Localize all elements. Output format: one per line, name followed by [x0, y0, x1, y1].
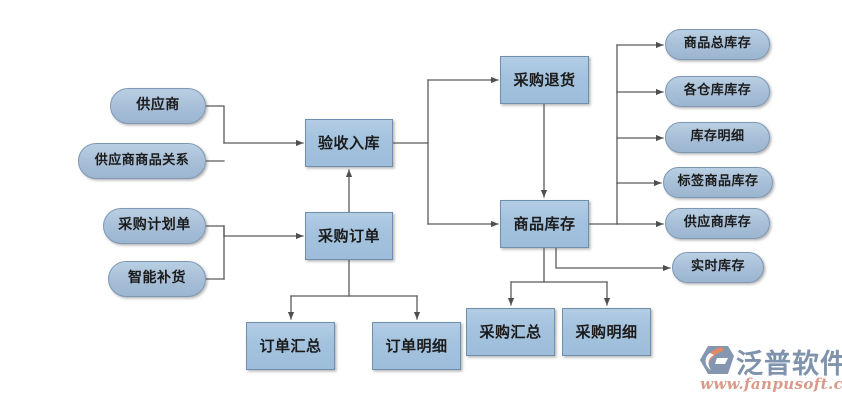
node-stock_detail[interactable]: 库存明细	[665, 122, 770, 153]
node-label-purchase_sum: 采购汇总	[479, 322, 542, 341]
fanpusoft-logo-mark	[700, 346, 734, 374]
node-supplier[interactable]: 供应商	[110, 88, 206, 124]
node-purchase_return[interactable]: 采购退货	[500, 56, 589, 104]
node-order_detail[interactable]: 订单明细	[372, 322, 461, 370]
node-purchase_order[interactable]: 采购订单	[305, 212, 393, 260]
node-realtime_stock[interactable]: 实时库存	[672, 252, 764, 283]
edge-to-realtime-stock	[555, 247, 671, 272]
node-purchase_detail[interactable]: 采购明细	[562, 308, 651, 356]
node-label-purchase_plan: 采购计划单	[118, 217, 191, 234]
node-purchase_plan[interactable]: 采购计划单	[103, 208, 206, 244]
node-supplier_goods[interactable]: 供应商商品关系	[78, 143, 206, 179]
node-label-receive_storage: 验收入库	[317, 133, 380, 152]
node-label-purchase_detail: 采购明细	[575, 322, 638, 341]
node-label-supplier: 供应商	[136, 97, 180, 114]
fanpusoft-wordmark: 泛普软件	[736, 349, 842, 380]
node-smart_restock[interactable]: 智能补货	[108, 261, 206, 297]
node-purchase_sum[interactable]: 采购汇总	[466, 308, 555, 356]
node-label-purchase_order: 采购订单	[317, 226, 380, 245]
node-label-purchase_return: 采购退货	[513, 70, 576, 89]
node-label-warehouse_stock: 各仓库库存	[683, 83, 752, 99]
node-label-smart_restock: 智能补货	[128, 270, 186, 287]
node-label-realtime_stock: 实时库存	[690, 259, 745, 275]
node-receive_storage[interactable]: 验收入库	[305, 119, 393, 167]
node-label-goods_stock: 商品库存	[513, 214, 576, 233]
node-label-order_detail: 订单明细	[385, 336, 448, 355]
node-label-supplier_goods: 供应商商品关系	[94, 152, 190, 168]
fanpusoft-url: www.fanpusoft.com	[700, 375, 842, 393]
node-label-tag_goods_stock: 标签商品库存	[677, 174, 759, 190]
node-supplier_stock[interactable]: 供应商库存	[665, 208, 770, 239]
node-goods_stock[interactable]: 商品库存	[500, 200, 589, 248]
fanpusoft-logo: 泛普软件 www.fanpusoft.com	[698, 342, 842, 400]
node-label-stock_detail: 库存明细	[690, 129, 745, 145]
node-order_summary[interactable]: 订单汇总	[246, 322, 335, 370]
edge-supplier-to-receive	[205, 105, 225, 144]
node-warehouse_stock[interactable]: 各仓库库存	[665, 76, 770, 107]
node-total_stock[interactable]: 商品总库存	[665, 29, 770, 60]
edge-plan-to-order	[205, 225, 225, 280]
node-label-total_stock: 商品总库存	[683, 36, 752, 52]
node-label-order_summary: 订单汇总	[259, 336, 322, 355]
node-tag_goods_stock[interactable]: 标签商品库存	[663, 167, 773, 198]
node-label-supplier_stock: 供应商库存	[683, 215, 752, 231]
